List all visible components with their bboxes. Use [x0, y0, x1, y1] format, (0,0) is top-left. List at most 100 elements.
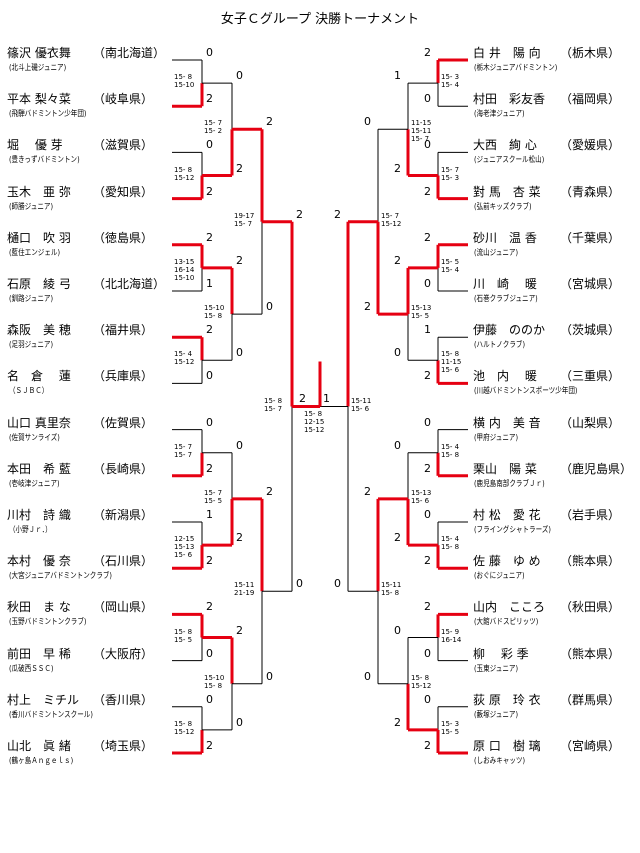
match-score-top: 0: [236, 438, 243, 452]
player-club: (鶴ヶ島Ａｎｇｅｌｓ): [9, 756, 74, 765]
player-name: 柳 彩 季: [473, 646, 529, 661]
player-club: (ハルトノクラブ): [474, 340, 526, 350]
player-name: 大西 絢 心: [473, 138, 537, 153]
player-name: 對 馬 杏 菜: [473, 184, 541, 199]
match-score-bottom: 0: [364, 669, 371, 683]
player-name: 川村 詩 織: [7, 508, 71, 522]
game-scores: 15- 8 15-10: [174, 73, 195, 90]
player-name: 平本 梨々菜: [7, 92, 71, 107]
player-prefecture: （岐阜県）: [93, 92, 154, 107]
player-name: 原 口 樹 璃: [473, 739, 541, 753]
player-club: (飛騨バドミントン少年団): [9, 109, 87, 119]
match-score-top: 2: [424, 46, 431, 59]
match-score-top: 2: [236, 253, 243, 267]
player-club: (足羽ジュニア): [9, 340, 54, 350]
match-score-bottom: 2: [236, 531, 243, 545]
player-prefecture: （宮崎県）: [560, 739, 621, 753]
player-club: (フライングシャトラーズ): [474, 525, 551, 534]
match-score-top: 0: [424, 508, 431, 521]
match-score-bottom: 2: [424, 554, 431, 568]
player-name: 村 松 愛 花: [473, 508, 541, 522]
match-score-bottom: 0: [394, 346, 401, 360]
player-prefecture: （青森県）: [560, 184, 621, 199]
game-scores: 15-13 15- 6: [411, 488, 432, 505]
match-score-bottom: 2: [424, 461, 431, 475]
match-score-top: 0: [206, 415, 213, 429]
match-score-bottom: 0: [206, 646, 213, 660]
player-name: 石原 綾 弓: [7, 277, 71, 291]
match-score-top: 2: [424, 230, 431, 244]
match-score-top: 2: [206, 230, 213, 244]
game-scores: 15-11 15- 8: [381, 581, 402, 598]
semifinal-score-bottom: 0: [296, 577, 303, 591]
match-score-bottom: 2: [206, 184, 213, 198]
player-club: (藪塚ジュニア): [474, 709, 519, 719]
player-club: (おぐにジュニア): [474, 571, 525, 581]
semifinal-score-bottom: 0: [334, 577, 341, 591]
player-name: 前田 早 稀: [7, 646, 71, 661]
player-club: (大館バドスピリッツ): [474, 617, 539, 627]
match-score-bottom: 2: [424, 184, 431, 198]
match-score-bottom: 0: [424, 92, 431, 106]
player-club: (海老津ジュニア): [474, 109, 525, 119]
game-scores: 15- 4 15- 8: [441, 442, 460, 459]
player-prefecture: （佐賀県）: [93, 415, 154, 430]
player-club: (北斗上磯ジュニア): [9, 63, 67, 72]
match-score-top: 2: [266, 484, 273, 498]
player-club: (壱岐津ジュニア): [9, 478, 60, 488]
match-score-bottom: 2: [394, 161, 401, 175]
game-scores: 15-11 21-19: [234, 581, 255, 598]
player-name: 栗山 陽 菜: [473, 461, 537, 476]
player-prefecture: （長崎県）: [93, 461, 154, 476]
game-scores: 15- 4 15- 8: [441, 535, 460, 552]
match-score-top: 2: [364, 484, 371, 498]
match-score-bottom: 1: [206, 277, 213, 290]
match-score-top: 1: [424, 323, 431, 337]
match-score-bottom: 0: [236, 346, 243, 360]
player-club: (大宮ジュニアバドミントンクラブ): [9, 571, 112, 581]
player-prefecture: （熊本県）: [560, 646, 621, 661]
match-score-top: 0: [364, 115, 371, 129]
player-club: (石巻クラブジュニア): [474, 294, 538, 303]
player-prefecture: （千葉県）: [560, 230, 621, 245]
player-prefecture: （茨城県）: [560, 323, 621, 338]
player-name: 堀 優 芽: [7, 138, 63, 153]
player-club: （ＳＪＢＣ）: [9, 386, 49, 396]
game-scores: 15- 5 15- 4: [441, 257, 460, 274]
game-scores: 15- 8 15- 5: [174, 627, 193, 644]
player-name: 伊藤 ののか: [473, 323, 546, 338]
match-score-top: 0: [206, 692, 213, 706]
game-scores: 15- 7 15- 7: [174, 442, 193, 459]
match-score-bottom: 0: [236, 715, 243, 729]
player-club: (豊きっずバドミントン): [9, 155, 80, 165]
game-scores: 15- 8 11-15 15- 6: [441, 350, 462, 375]
match-score-bottom: 0: [424, 277, 431, 290]
player-name: 村田 彩友香: [473, 92, 546, 107]
player-prefecture: （南北海道）: [93, 46, 166, 60]
player-club: (師勝ジュニア): [9, 201, 54, 211]
player-club: (栃木ジュニアバドミントン): [474, 63, 558, 72]
game-scores: 15- 7 15-12: [381, 211, 402, 228]
player-club: (弘前キッズクラブ): [474, 201, 532, 211]
game-scores: 11-15 15-11 15- 7: [411, 119, 432, 144]
game-scores: 15- 8 15-12: [174, 719, 195, 736]
player-prefecture: （福岡県）: [560, 92, 621, 107]
player-club: (鹿児島南部クラブＪｒ): [474, 478, 545, 488]
player-prefecture: （滋賀県）: [93, 138, 154, 153]
match-score-bottom: 0: [424, 646, 431, 660]
player-name: 玉木 亜 弥: [7, 184, 71, 199]
match-score-bottom: 2: [424, 739, 431, 752]
game-scores: 13-15 16-14 15-10: [174, 257, 195, 282]
player-name: 山北 眞 緒: [7, 739, 71, 753]
page-title: 女子Ｃグループ 決勝トーナメント: [220, 12, 420, 27]
match-score-top: 2: [206, 600, 213, 614]
player-club: (玉野バドミントンクラブ): [9, 617, 87, 627]
match-score-bottom: 2: [394, 531, 401, 545]
match-score-bottom: 2: [236, 161, 243, 175]
match-score-top: 0: [206, 138, 213, 152]
final-score-left: 2: [299, 391, 306, 405]
player-club: (佐賀サンライズ): [9, 432, 60, 442]
player-name: 砂川 温 香: [473, 230, 537, 245]
game-scores: 15- 8 15- 7: [264, 396, 283, 413]
match-score-top: 0: [424, 415, 431, 429]
